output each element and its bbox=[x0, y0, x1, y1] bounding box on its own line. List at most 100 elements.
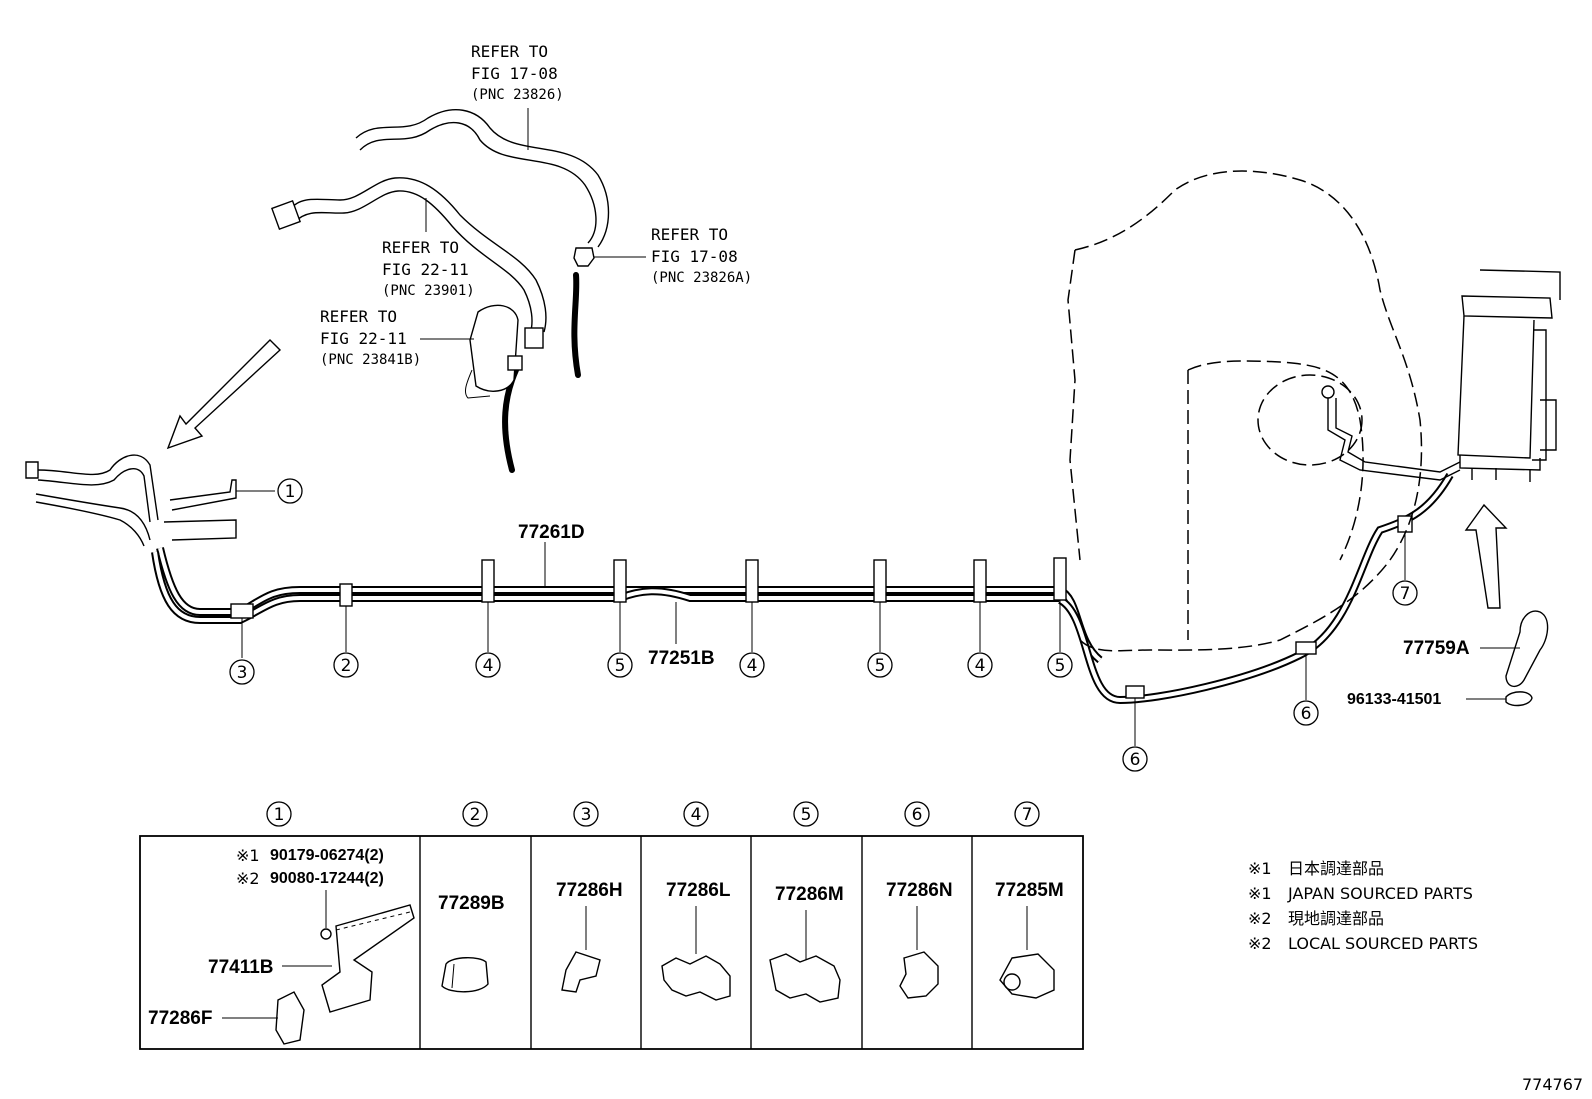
svg-text:7: 7 bbox=[1022, 805, 1033, 825]
hose-connector bbox=[524, 327, 544, 349]
part-77286M: 77286M bbox=[775, 884, 844, 905]
svg-text:5: 5 bbox=[1055, 656, 1066, 676]
clip-3 bbox=[230, 603, 254, 619]
svg-text:2: 2 bbox=[341, 656, 352, 676]
col1-mark2: ※2 bbox=[236, 869, 260, 888]
clip-4c bbox=[973, 559, 987, 603]
clip-5c bbox=[1053, 557, 1067, 601]
part-77289B: 77289B bbox=[438, 893, 505, 914]
callout-5b: 5 bbox=[867, 652, 893, 678]
part-77261D: 77261D bbox=[518, 522, 585, 543]
part-77286N: 77286N bbox=[886, 880, 953, 901]
clip-5a bbox=[613, 559, 627, 603]
svg-text:2: 2 bbox=[470, 805, 481, 825]
svg-text:4: 4 bbox=[691, 805, 702, 825]
ref-4-line3: (PNC 23841B) bbox=[320, 352, 421, 368]
part-77411B: 77411B bbox=[208, 957, 274, 978]
tube-clips bbox=[230, 515, 1413, 699]
clip-6a bbox=[1125, 685, 1145, 699]
callout-6b: 6 bbox=[1293, 700, 1319, 726]
svg-text:4: 4 bbox=[747, 656, 758, 676]
diagram-callouts: 1 3 2 4 5 4 5 4 bbox=[229, 478, 1418, 772]
charcoal-canister bbox=[1457, 269, 1561, 482]
part-96133-41501: 96133-41501 bbox=[1347, 691, 1441, 708]
svg-text:4: 4 bbox=[975, 656, 986, 676]
callout-7: 7 bbox=[1392, 580, 1418, 606]
svg-text:7: 7 bbox=[1400, 584, 1411, 604]
hose-clip bbox=[573, 247, 595, 267]
clip-5b bbox=[873, 559, 887, 603]
callout-leaders bbox=[241, 532, 1406, 746]
clip-2 bbox=[339, 583, 353, 607]
upper-hose-assembly bbox=[271, 109, 610, 473]
part-77251B: 77251B bbox=[648, 648, 715, 669]
svg-text:5: 5 bbox=[615, 656, 626, 676]
view-arrow-left bbox=[166, 339, 282, 450]
filler-neck-area bbox=[25, 454, 275, 547]
svg-text:5: 5 bbox=[875, 656, 886, 676]
reference-labels: REFER TO FIG 17-08 (PNC 23826) REFER TO … bbox=[320, 42, 752, 368]
callout-5a: 5 bbox=[607, 652, 633, 678]
callout-3: 3 bbox=[229, 659, 255, 685]
ref-2-line2: FIG 17-08 bbox=[651, 247, 738, 266]
view-arrow-right bbox=[1464, 503, 1508, 609]
svg-text:3: 3 bbox=[581, 805, 592, 825]
clip-77289B bbox=[441, 957, 489, 993]
clip-6b bbox=[1295, 641, 1317, 655]
svg-text:6: 6 bbox=[1301, 704, 1312, 724]
clip-77286N bbox=[899, 951, 939, 999]
callout-5c: 5 bbox=[1047, 652, 1073, 678]
ref-3-line2: FIG 22-11 bbox=[382, 260, 469, 279]
ref-1-line2: FIG 17-08 bbox=[471, 64, 558, 83]
callout-4c: 4 bbox=[967, 652, 993, 678]
legend-text-4: LOCAL SOURCED PARTS bbox=[1288, 934, 1478, 953]
svg-text:6: 6 bbox=[1130, 750, 1141, 770]
figure-id: 774767 bbox=[1522, 1075, 1583, 1094]
clip-7 bbox=[1397, 515, 1413, 533]
legend-mark-4: ※2 bbox=[1248, 934, 1272, 953]
bolt-icon bbox=[320, 928, 332, 940]
main-tube-run bbox=[151, 473, 1454, 705]
table-head-3: 3 bbox=[573, 801, 599, 827]
legend-text-1: 日本調達部品 bbox=[1288, 859, 1384, 878]
part-77285M: 77285M bbox=[995, 880, 1064, 901]
clip-77286M bbox=[769, 953, 841, 1003]
ref-4-line2: FIG 22-11 bbox=[320, 329, 407, 348]
table-head-4: 4 bbox=[683, 801, 709, 827]
legend-text-3: 現地調達部品 bbox=[1288, 909, 1384, 928]
col1-code2: 90080-17244(2) bbox=[270, 870, 384, 887]
ref-2-line3: (PNC 23826A) bbox=[651, 270, 752, 286]
small-hose: 77759A 96133-41501 bbox=[1347, 610, 1549, 708]
svg-text:1: 1 bbox=[274, 805, 285, 825]
part-77759A: 77759A bbox=[1403, 638, 1470, 659]
part-77286F: 77286F bbox=[148, 1008, 212, 1029]
clip-77286H bbox=[561, 951, 601, 993]
bracket-77411B bbox=[321, 904, 415, 1013]
callout-6a: 6 bbox=[1122, 746, 1148, 772]
legend-mark-1: ※1 bbox=[1248, 859, 1272, 878]
hose-end-connector bbox=[271, 200, 301, 230]
legend: ※1 日本調達部品 ※1 JAPAN SOURCED PARTS ※2 現地調達… bbox=[1248, 859, 1478, 953]
clip-4b bbox=[745, 559, 759, 603]
clip-77285M bbox=[999, 953, 1055, 999]
table-head-7: 7 bbox=[1014, 801, 1040, 827]
callout-2: 2 bbox=[333, 652, 359, 678]
table-head-1: 1 bbox=[266, 801, 292, 827]
ref-3-line1: REFER TO bbox=[382, 238, 459, 257]
svg-text:1: 1 bbox=[285, 482, 296, 502]
ref-4-line1: REFER TO bbox=[320, 307, 397, 326]
part-77286H: 77286H bbox=[556, 880, 623, 901]
col1-code1: 90179-06274(2) bbox=[270, 847, 384, 864]
ref-3-line3: (PNC 23901) bbox=[382, 283, 475, 299]
mount-bracket bbox=[469, 304, 519, 392]
col1-mark1: ※1 bbox=[236, 846, 260, 865]
callout-4a: 4 bbox=[475, 652, 501, 678]
svg-text:6: 6 bbox=[912, 805, 923, 825]
ref-2-line1: REFER TO bbox=[651, 225, 728, 244]
callout-4b: 4 bbox=[739, 652, 765, 678]
legend-mark-2: ※1 bbox=[1248, 884, 1272, 903]
ref-1-line1: REFER TO bbox=[471, 42, 548, 61]
callout-1: 1 bbox=[277, 478, 303, 504]
svg-text:3: 3 bbox=[237, 663, 248, 683]
part-77286L: 77286L bbox=[666, 880, 731, 901]
